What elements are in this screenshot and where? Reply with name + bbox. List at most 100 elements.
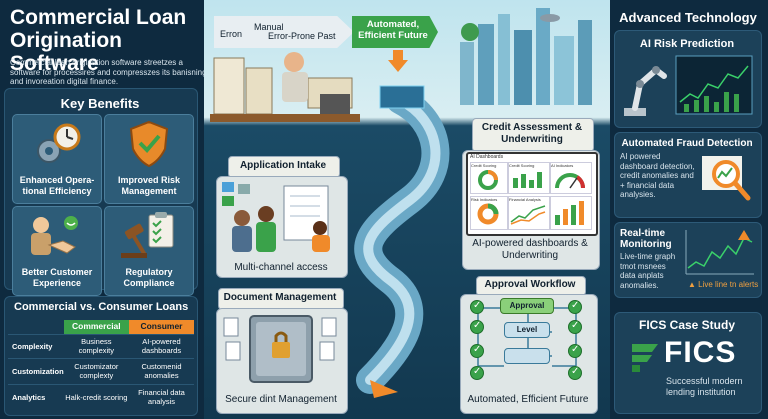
warning-icon: ▲ xyxy=(688,280,696,289)
benefit-label: Better Customer Experience xyxy=(21,267,93,288)
case-study-logo: FICS xyxy=(664,336,737,369)
monitor-alert: ▲ Live line tn alerts xyxy=(688,280,758,289)
credit-caption: AI-powered dashboards & Underwriting xyxy=(472,238,588,261)
benefit-label: Enhanced Opera-tional Efficiency xyxy=(19,175,95,196)
doc-title: Document Management xyxy=(223,292,337,303)
benefit-operational-efficiency: Enhanced Opera-tional Efficiency xyxy=(12,114,102,204)
comparison-table: Commercial Consumer Complexity Business … xyxy=(8,320,194,410)
table-cell: Business complexity xyxy=(78,337,115,355)
intake-caption: Multi-channel access xyxy=(234,262,328,273)
future-banner-text: Automated, Efficient Future xyxy=(358,19,428,41)
people-tablet-illustration xyxy=(222,182,330,252)
credit-widget-3: AI Indicators xyxy=(550,162,592,194)
benefit-regulatory-compliance: Regulatory Compliance xyxy=(104,206,194,296)
fraud-title: Automated Fraud Detection xyxy=(621,138,753,149)
credit-widget-4: Risk Indicators xyxy=(470,196,508,230)
fics-logo-icon xyxy=(632,344,658,372)
page-title: Commercial Loan Origination Software xyxy=(10,6,210,75)
widget-label: Credit Scoring xyxy=(509,163,535,168)
gears-clock-icon xyxy=(37,123,81,163)
table-cell: Customizator complexty xyxy=(74,362,119,380)
widget-label: Risk Indicators xyxy=(471,197,498,202)
table-cell: Financial data analysis xyxy=(138,388,185,407)
past-banner-text2: Manual xyxy=(254,22,284,32)
monitor-alert-text: Live line tn alerts xyxy=(698,280,759,289)
future-banner xyxy=(352,16,438,48)
credit-widget-5: Financial Analysis xyxy=(508,196,550,230)
monitor-title: Real-time Monitoring xyxy=(620,228,672,250)
shield-check-icon xyxy=(129,120,169,168)
table-cell: Halk-credit scoring xyxy=(65,392,128,402)
case-study-caption-line2: lending institution xyxy=(666,387,736,397)
live-line-chart-icon xyxy=(685,230,754,275)
magnifier-chart-icon xyxy=(702,156,751,201)
past-banner-text1: Erron xyxy=(220,29,243,39)
check-icon xyxy=(470,344,484,358)
table-cell: Customenid anomalies xyxy=(141,362,182,380)
benefit-risk-management: Improved Risk Management xyxy=(104,114,194,204)
messy-desk-illustration xyxy=(210,52,360,122)
check-icon xyxy=(568,320,582,334)
level-box: Level xyxy=(504,322,550,338)
past-banner-text3: Error-Prone Past xyxy=(268,31,336,41)
benefit-customer-experience: Better Customer Experience xyxy=(12,206,102,296)
case-study-card xyxy=(614,312,762,414)
approval-title: Approval Workflow xyxy=(484,279,576,290)
handshake-icon xyxy=(31,216,78,255)
case-study-title: FICS Case Study xyxy=(638,318,736,332)
credit-widget-6 xyxy=(550,196,592,230)
check-icon xyxy=(568,344,582,358)
bar-chart-icon xyxy=(555,201,584,225)
check-icon xyxy=(568,366,582,380)
arrow-down-icon xyxy=(388,50,408,72)
donut-gauge-icon xyxy=(478,170,498,190)
row-label: Complexity xyxy=(12,341,53,351)
line-chart-icon xyxy=(510,205,546,225)
table-cell: AI-powered dashboards xyxy=(141,337,182,355)
column-header-consumer: Consumer xyxy=(128,320,194,334)
check-icon xyxy=(470,320,484,334)
page-description: Commercial loan origination software str… xyxy=(10,58,207,86)
credit-title: Credit Assessment & Underwriting xyxy=(481,122,583,145)
check-icon xyxy=(568,300,582,314)
speedometer-icon xyxy=(555,173,586,189)
monitoring-card xyxy=(614,222,762,298)
row-label: Analytics xyxy=(12,392,46,402)
bar-chart-icon xyxy=(513,172,542,188)
widget-label: Credit Scoring xyxy=(471,163,497,168)
donut-chart-icon xyxy=(477,203,499,225)
vault-lock-illustration xyxy=(223,315,337,383)
widget-label: Financial Analysis xyxy=(509,197,541,202)
doc-caption: Secure dint Management xyxy=(225,394,337,405)
city-skyline-illustration xyxy=(460,8,592,105)
table-row: Analytics Halk-credit scoring Financial … xyxy=(8,384,194,410)
gavel-clipboard-icon xyxy=(121,212,174,258)
monitor-text: Live-time graph tmot msnees data anplats… xyxy=(620,252,676,290)
benefit-label: Regulatory Compliance xyxy=(123,267,175,288)
robot-arm-chart-illustration xyxy=(624,55,753,116)
approval-box: Approval xyxy=(500,298,554,314)
page-title-line2: Origination Software xyxy=(10,29,122,75)
intake-title: Application Intake xyxy=(239,160,327,171)
table-row: Customization Customizator complexty Cus… xyxy=(8,358,194,384)
page-title-line1: Commercial Loan xyxy=(10,6,187,29)
fraud-text: AI powered dashboard detection, credit a… xyxy=(620,152,695,199)
row-label: Customization xyxy=(12,366,64,376)
ai-risk-title: AI Risk Prediction xyxy=(639,38,735,50)
past-banner xyxy=(214,16,354,48)
approval-caption: Automated, Efficient Future xyxy=(467,394,589,405)
case-study-caption-line1: Successful modern xyxy=(666,376,743,386)
check-icon xyxy=(470,300,484,314)
case-study-caption: Successful modern lending institution xyxy=(666,376,756,398)
widget-label: AI Indicators xyxy=(551,163,574,168)
check-icon xyxy=(470,366,484,380)
column-header-commercial: Commercial xyxy=(63,320,129,334)
table-row: Complexity Business complexity AI-powere… xyxy=(8,334,194,358)
workflow-step-box xyxy=(504,348,550,364)
comparison-title: Commercial vs. Consumer Loans xyxy=(14,301,189,313)
credit-screen-title: AI Dashboards xyxy=(470,154,504,160)
credit-widget-1: Credit Scoring xyxy=(470,162,508,194)
loan-pipeline-illustration xyxy=(354,85,450,398)
tech-title: Advanced Technology xyxy=(619,10,757,25)
key-benefits-title: Key Benefits xyxy=(60,96,140,111)
